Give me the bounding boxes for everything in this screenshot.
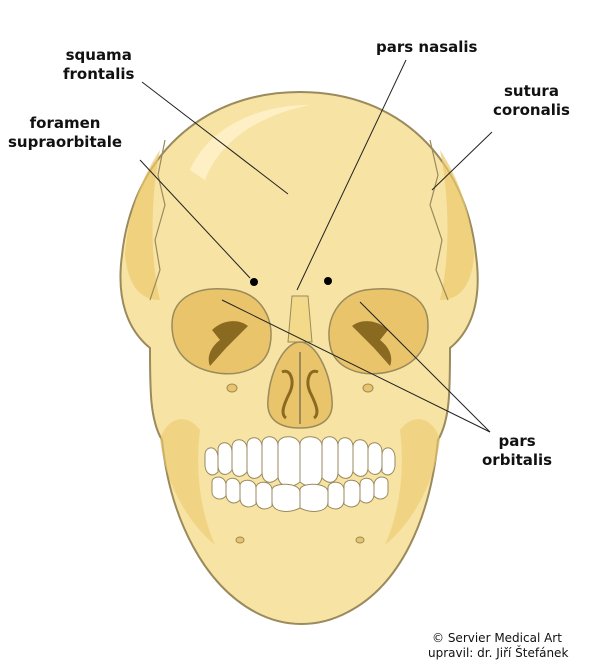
cheek-shade-right [385,419,440,545]
label-squama-frontalis-line2: frontalis [63,65,135,83]
nasal-bone [287,295,313,343]
leader-pars-nasalis [296,59,407,291]
supraorbital-foramen-left-dot [250,278,258,286]
teeth [204,436,396,512]
label-sutura-coronalis: sutura coronalis [493,82,570,120]
leader-foramen-supraorbitale [139,159,251,279]
nasal-concha-right [306,369,319,420]
label-squama-frontalis: squama frontalis [63,46,134,84]
mental-foramen-left [235,536,245,544]
label-pars-orbitalis: pars orbitalis [482,432,552,470]
forehead-highlight [190,105,310,180]
leader-sutura-coronalis [431,131,493,191]
orbit-fissure-right [352,321,392,366]
label-sutura-coronalis-line1: sutura [503,82,559,100]
label-foramen-supraorbitale-line2: supraorbitale [8,133,123,151]
cheek-shade-left [160,419,215,545]
label-pars-orbitalis-line1: pars [498,432,536,450]
infraorbital-foramen-right [362,383,374,393]
nasal-concha-left [281,369,294,420]
coronal-suture-left [149,139,166,301]
mental-foramen-right [355,536,365,544]
credit-editor: upravil: dr. Jiří Štefánek [428,646,569,660]
credit-servier: © Servier Medical Art [432,631,562,645]
leader-pars-orbitalis-b [359,301,491,433]
label-sutura-coronalis-line2: coronalis [493,101,570,119]
label-foramen-supraorbitale-line1: foramen [29,114,101,132]
orbit-fissure-left [208,321,248,366]
coronal-suture-right [429,139,449,301]
label-pars-nasalis: pars nasalis [376,38,478,56]
leader-squama-frontalis [141,81,289,195]
label-squama-frontalis-line1: squama [65,46,132,64]
temporal-shade-left [125,150,160,300]
label-foramen-supraorbitale: foramen supraorbitale [8,114,122,152]
leader-pars-orbitalis-a [221,299,491,433]
infraorbital-foramen-left [226,383,238,393]
supraorbital-foramen-right-dot [324,277,332,285]
temporal-shade-right [440,150,474,300]
leader-lines [139,59,493,433]
label-pars-orbitalis-line2: orbitalis [482,451,553,469]
